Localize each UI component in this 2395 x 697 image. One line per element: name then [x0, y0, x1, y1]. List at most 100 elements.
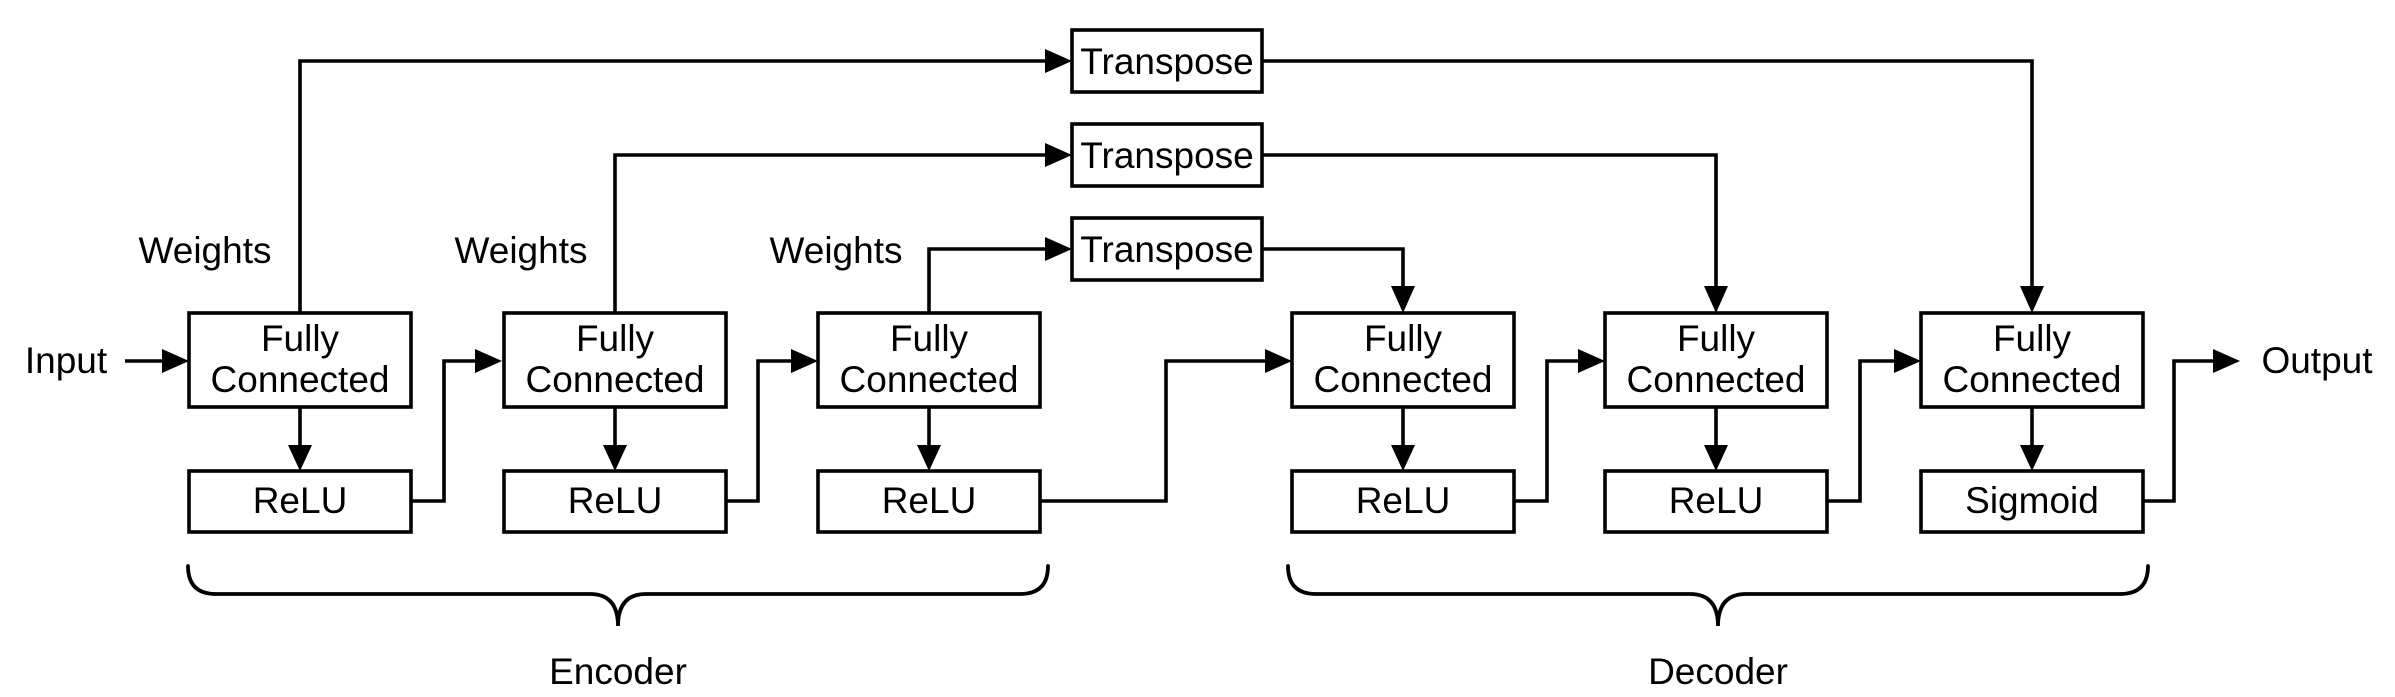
node-relu-3	[816, 469, 1042, 534]
arrow-line	[726, 359, 791, 503]
arrow-line	[298, 59, 1045, 313]
fc-6-label-line2: Connected	[1943, 359, 2122, 400]
arrow-relu2-to-fc3	[726, 349, 818, 503]
arrow-fc2-to-relu2	[603, 407, 627, 471]
arrow-fc4-to-relu4	[1391, 407, 1415, 471]
weights-1-label: Weights	[139, 230, 272, 271]
arrowhead-right-icon	[475, 349, 502, 373]
arrowhead-down-icon	[1391, 445, 1415, 471]
arrow-fc2-weights-to-transpose2	[613, 143, 1072, 313]
arrowhead-right-icon	[791, 349, 818, 373]
node-transpose-1	[1070, 28, 1264, 94]
arrowhead-right-icon	[1045, 49, 1072, 73]
relu-2-label: ReLU	[568, 480, 663, 521]
relu-3-label: ReLU	[882, 480, 977, 521]
arrow-line	[1262, 153, 1718, 287]
arrow-line	[927, 247, 1045, 313]
decoder-brace	[1286, 564, 2150, 627]
arrow-transpose1-to-fc6	[1262, 59, 2044, 313]
node-relu-4	[1290, 469, 1516, 534]
relu-5-label: ReLU	[1669, 480, 1764, 521]
arrow-line	[1827, 359, 1894, 503]
node-fc-2	[502, 311, 728, 409]
arrow-transpose2-to-fc5	[1262, 153, 1728, 313]
weights-labels: Weights Weights Weights	[139, 230, 903, 271]
node-relu-2	[502, 469, 728, 534]
encoder-section: Fully Connected ReLU Fully Connected ReL…	[187, 311, 1042, 534]
node-fc-3	[816, 311, 1042, 409]
arrow-line	[411, 359, 475, 503]
arrowhead-right-icon	[2213, 349, 2240, 373]
arrow-relu4-to-fc5	[1514, 349, 1605, 503]
arrow-relu5-to-fc6	[1827, 349, 1921, 503]
arrowhead-right-icon	[162, 349, 189, 373]
arrowhead-down-icon	[1391, 286, 1415, 313]
arrow-line	[1262, 247, 1405, 287]
encoder-section-label: Encoder	[549, 651, 687, 692]
encoder-brace	[186, 564, 1050, 627]
arrow-fc1-weights-to-transpose1	[298, 49, 1072, 313]
input-label: Input	[25, 340, 108, 381]
arrowhead-right-icon	[1265, 349, 1292, 373]
arrowhead-down-icon	[288, 445, 312, 471]
arrow-fc1-to-relu1	[288, 407, 312, 471]
fc-5-label-line2: Connected	[1627, 359, 1806, 400]
arrow-fc3-to-relu3	[917, 407, 941, 471]
arrowhead-right-icon	[1045, 237, 1072, 261]
arrow-relu1-to-fc2	[411, 349, 502, 503]
node-relu-1	[187, 469, 413, 534]
arrow-sigmoid-to-output	[2143, 349, 2240, 503]
node-transpose-2	[1070, 122, 1264, 188]
node-relu-5	[1603, 469, 1829, 534]
fc-2-label-line1: Fully	[576, 318, 655, 359]
fc-3-label-line1: Fully	[890, 318, 969, 359]
arrowhead-down-icon	[2020, 445, 2044, 471]
connectors	[125, 49, 2240, 503]
fc-4-label-line1: Fully	[1364, 318, 1443, 359]
fc-3-label-line2: Connected	[840, 359, 1019, 400]
fc-5-label-line1: Fully	[1677, 318, 1756, 359]
decoder-brace-group: Decoder	[1286, 564, 2150, 692]
arrowhead-down-icon	[603, 445, 627, 471]
sigmoid-label: Sigmoid	[1965, 480, 2099, 521]
arrow-line	[1262, 59, 2034, 287]
transpose-1-label: Transpose	[1080, 41, 1253, 82]
arrowhead-right-icon	[1894, 349, 1921, 373]
node-fc-4	[1290, 311, 1516, 409]
fc-1-label-line2: Connected	[211, 359, 390, 400]
arrow-input-to-fc1	[125, 349, 189, 373]
fc-1-label-line1: Fully	[261, 318, 340, 359]
node-fc-1	[187, 311, 413, 409]
fc-2-label-line2: Connected	[526, 359, 705, 400]
decoder-section: Fully Connected ReLU Fully Connected ReL…	[1290, 311, 2145, 534]
transpose-nodes: Transpose Transpose Transpose	[1070, 28, 1264, 282]
arrowhead-down-icon	[917, 445, 941, 471]
node-sigmoid	[1919, 469, 2145, 534]
node-fc-6	[1919, 311, 2145, 409]
arrow-fc6-to-sigmoid	[2020, 407, 2044, 471]
arrow-transpose3-to-fc4	[1262, 247, 1415, 313]
fc-6-label-line1: Fully	[1993, 318, 2072, 359]
output-label: Output	[2261, 340, 2373, 381]
arrowhead-down-icon	[2020, 286, 2044, 313]
transpose-2-label: Transpose	[1080, 135, 1253, 176]
arrowhead-right-icon	[1045, 143, 1072, 167]
fc-4-label-line2: Connected	[1314, 359, 1493, 400]
arrowhead-down-icon	[1704, 445, 1728, 471]
arrowhead-down-icon	[1704, 286, 1728, 313]
arrow-line	[2143, 359, 2213, 503]
arrow-line	[613, 153, 1045, 313]
relu-4-label: ReLU	[1356, 480, 1451, 521]
decoder-section-label: Decoder	[1648, 651, 1788, 692]
arrow-line	[1040, 359, 1265, 503]
arrowhead-right-icon	[1578, 349, 1605, 373]
weights-2-label: Weights	[455, 230, 588, 271]
encoder-brace-group: Encoder	[186, 564, 1050, 692]
arrow-relu3-to-fc4	[1040, 349, 1292, 503]
arrow-line	[1514, 359, 1578, 503]
relu-1-label: ReLU	[253, 480, 348, 521]
node-fc-5	[1603, 311, 1829, 409]
weights-3-label: Weights	[770, 230, 903, 271]
